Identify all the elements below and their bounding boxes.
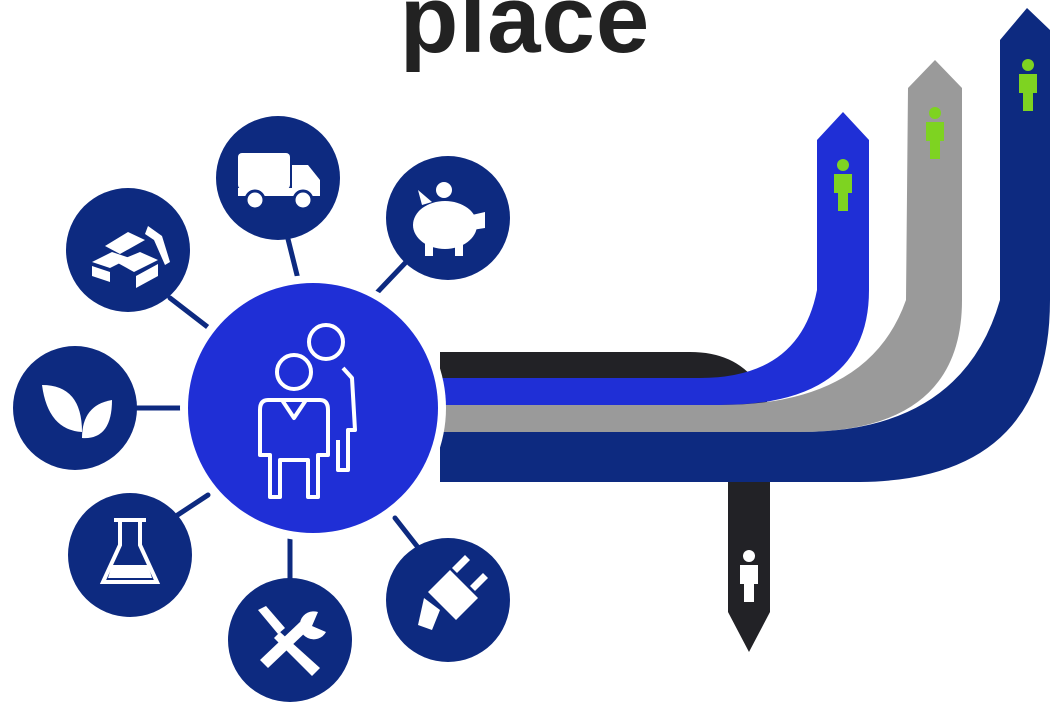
satellite-bricks	[66, 188, 190, 312]
screwdriver-wrench-icon	[258, 606, 326, 676]
people-outline-icon	[258, 323, 357, 499]
truck-icon	[238, 153, 320, 211]
satellite-tools	[228, 578, 352, 702]
blue-path-shape	[440, 112, 869, 405]
satellite-leaves	[13, 346, 137, 470]
gray-path	[440, 60, 962, 432]
piggy-bank-icon	[413, 182, 485, 256]
hub	[180, 275, 446, 541]
satellite-flask	[68, 493, 192, 617]
flask-icon	[99, 518, 161, 584]
blue-path	[440, 112, 869, 405]
gray-path-shape	[440, 60, 962, 432]
satellite-piggy-bank	[386, 156, 510, 280]
leaves-icon	[42, 385, 112, 439]
navy-path-shape	[440, 8, 1050, 482]
plug-icon	[418, 555, 488, 630]
navy-path	[440, 8, 1050, 482]
bricks-trowel-icon	[92, 226, 170, 288]
satellite-plug	[386, 538, 510, 662]
page-title: place	[399, 0, 651, 73]
satellite-truck	[216, 116, 340, 240]
